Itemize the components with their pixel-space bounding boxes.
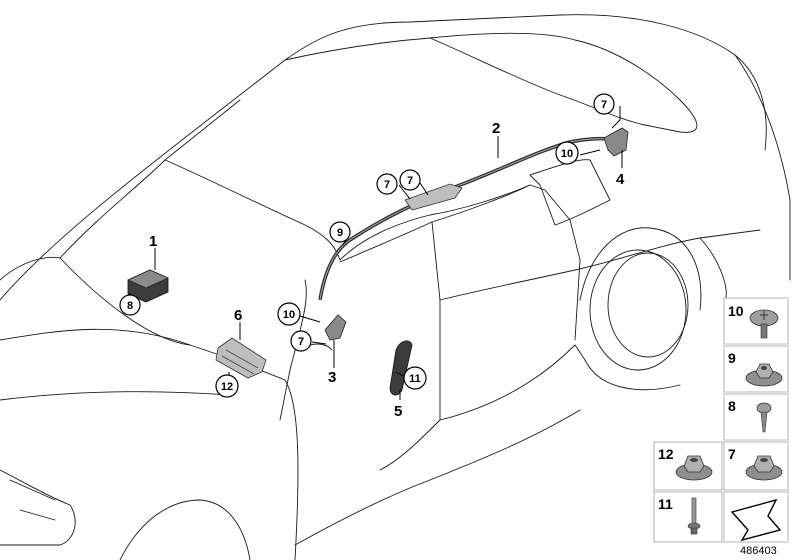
svg-text:7: 7: [728, 446, 736, 462]
bracket-3: [324, 314, 347, 341]
airbag-module-1: [127, 269, 169, 303]
screw-10-icon: [749, 309, 779, 339]
panel-item-9[interactable]: 9: [723, 345, 789, 393]
svg-text:10: 10: [728, 303, 744, 319]
circled-callout-12: 12: [215, 374, 239, 398]
svg-text:8: 8: [728, 398, 736, 414]
circled-callout-9: 9: [329, 221, 351, 243]
parts-panel: 10 9 8 7: [653, 297, 789, 543]
circled-callout-7-pillar: 7: [290, 330, 312, 352]
svg-text:7: 7: [601, 99, 607, 111]
callout-2: 2: [492, 120, 500, 137]
svg-text:11: 11: [409, 373, 421, 385]
svg-text:12: 12: [221, 381, 233, 393]
circled-callout-11: 11: [403, 366, 427, 390]
svg-text:7: 7: [298, 336, 304, 348]
callout-3: 3: [328, 369, 336, 386]
svg-text:11: 11: [658, 496, 673, 512]
nut-12-icon: [675, 455, 713, 481]
circled-callout-10-top: 10: [555, 141, 579, 165]
panel-item-11[interactable]: 11: [653, 491, 723, 543]
svg-text:12: 12: [658, 446, 674, 462]
circled-callout-7-mid-a: 7: [376, 173, 398, 195]
panel-item-7[interactable]: 7: [723, 441, 789, 491]
circled-callout-10-pillar: 10: [277, 302, 301, 326]
curtain-airbag-2: [318, 136, 616, 301]
panel-item-12[interactable]: 12: [653, 441, 723, 491]
panel-item-10[interactable]: 10: [723, 297, 789, 345]
reference-number: 486403: [740, 545, 777, 557]
callout-4: 4: [616, 171, 625, 188]
circled-callout-8: 8: [119, 294, 141, 316]
assembly-arrow-icon: [730, 498, 782, 542]
svg-text:9: 9: [337, 227, 343, 239]
callout-1: 1: [149, 233, 157, 250]
circled-callout-7-mid-b: 7: [399, 169, 421, 191]
knee-airbag-6: [215, 337, 267, 379]
bracket-4: [603, 127, 629, 157]
rivet-11-icon: [687, 497, 701, 535]
svg-text:7: 7: [407, 175, 413, 187]
svg-text:8: 8: [127, 300, 133, 312]
door-sensor-5: [389, 340, 413, 396]
circled-callout-7-top: 7: [593, 93, 615, 115]
screw-8-icon: [756, 402, 772, 433]
panel-item-arrow: [723, 491, 789, 543]
nut-7-icon: [745, 455, 783, 481]
svg-text:7: 7: [384, 179, 390, 191]
car-outline: [0, 14, 791, 560]
svg-text:9: 9: [728, 350, 736, 366]
nut-9-icon: [745, 363, 783, 387]
bracket-roof-mid: [404, 183, 463, 211]
panel-item-8[interactable]: 8: [723, 393, 789, 441]
svg-text:10: 10: [283, 309, 295, 321]
callout-5: 5: [394, 403, 402, 420]
callout-6: 6: [234, 307, 242, 324]
svg-text:10: 10: [561, 148, 573, 160]
